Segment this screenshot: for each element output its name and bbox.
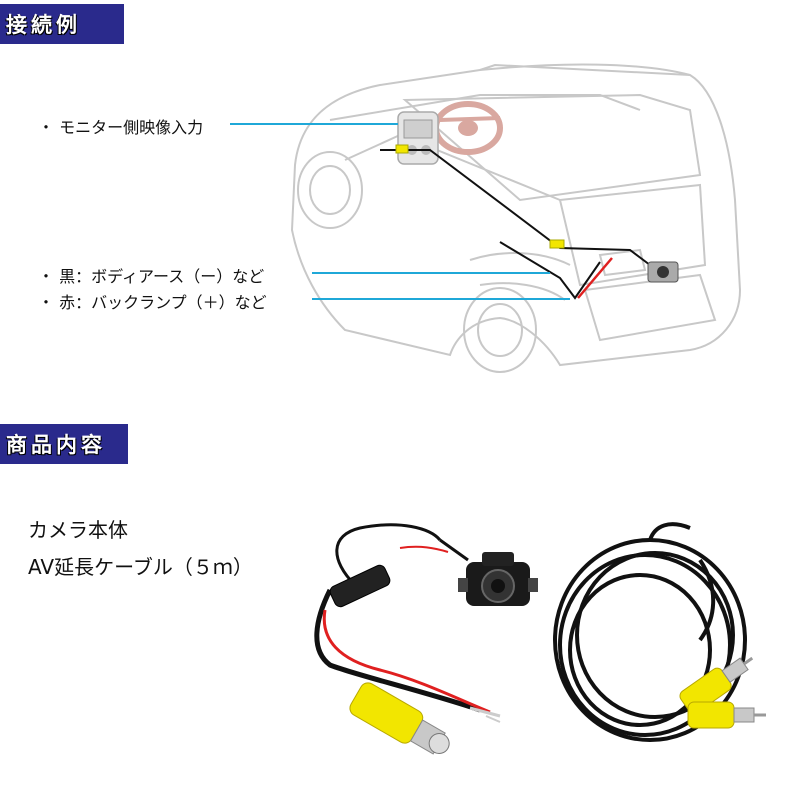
car-wiring-diagram bbox=[230, 63, 742, 373]
heading-text-contents: 商品内容 bbox=[6, 433, 106, 457]
coiled-av-cable bbox=[553, 522, 747, 742]
rca-male-plugs bbox=[679, 656, 766, 729]
contents-item-camera: カメラ本体 bbox=[28, 518, 128, 542]
heading-text-connection: 接続例 bbox=[6, 13, 81, 37]
heading-bar bbox=[0, 424, 128, 464]
connector-monitor bbox=[395, 144, 409, 154]
callout-monitor-input: ・ モニター側映像入力 bbox=[38, 118, 204, 137]
callout-red-wire: ・ 赤：バックランプ（＋）など bbox=[38, 293, 267, 312]
camera-with-harness bbox=[314, 523, 538, 755]
callout-black-wire: ・ 黒：ボディアース（ー）など bbox=[38, 267, 265, 286]
connector-rear bbox=[549, 239, 565, 249]
red-wire bbox=[577, 257, 613, 299]
car-outline bbox=[290, 63, 742, 373]
contents-item-cable: AV延長ケーブル（５ｍ） bbox=[28, 555, 253, 579]
heading-bar bbox=[0, 4, 124, 44]
section-heading-contents: 商品内容 bbox=[0, 424, 128, 464]
steering-wheel bbox=[433, 101, 503, 155]
section-heading-connection: 接続例 bbox=[0, 4, 124, 44]
black-wire bbox=[380, 149, 651, 300]
monitor-unit bbox=[397, 111, 439, 165]
rear-camera bbox=[647, 261, 679, 283]
